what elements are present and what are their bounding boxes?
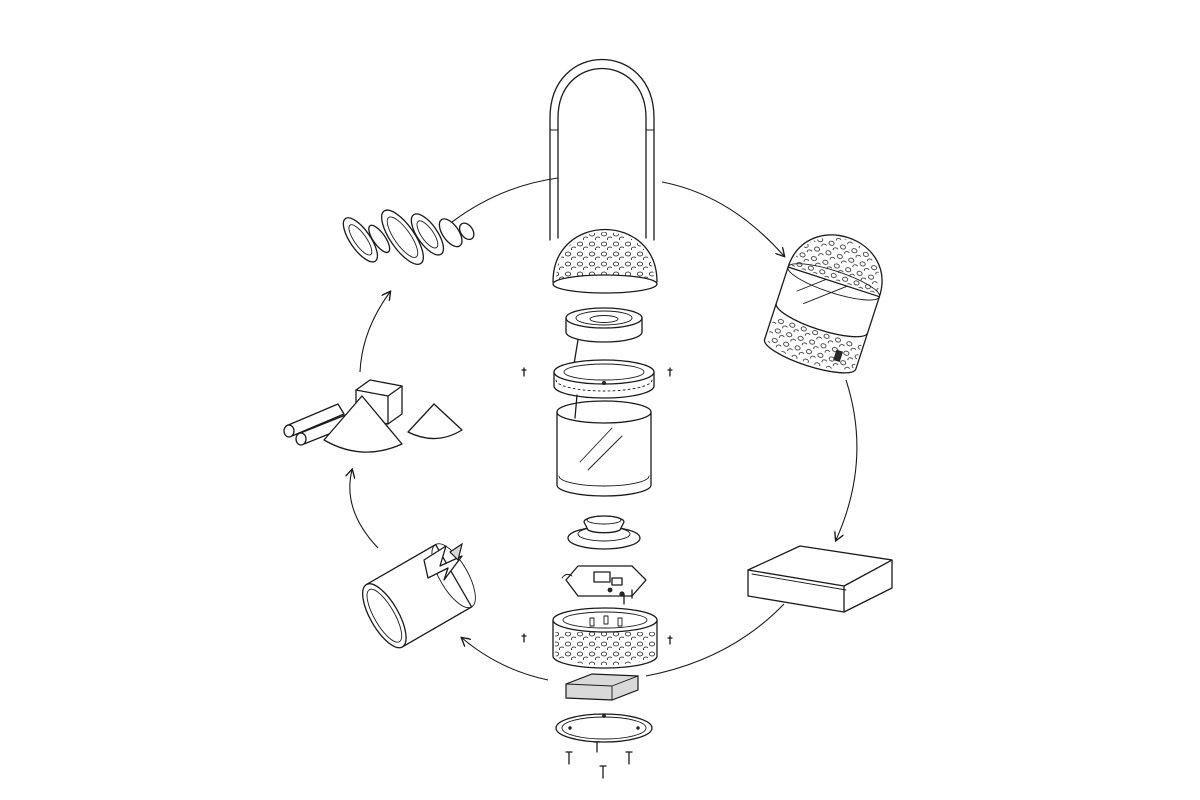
side-screws-lower [521, 633, 673, 645]
circuit-board [561, 565, 647, 605]
raw-materials [283, 379, 463, 453]
lifecycle-arrows [350, 177, 858, 681]
side-screws-upper [521, 367, 673, 377]
battery-block [565, 673, 639, 701]
cone-small [407, 403, 463, 440]
handle-arch [549, 59, 655, 241]
glass-recycling [362, 542, 476, 649]
perforated-dome [552, 228, 658, 294]
bottom-screws [565, 741, 633, 779]
exploded-stack [521, 59, 673, 779]
assembled-speaker [763, 234, 883, 374]
packaging-box [747, 545, 893, 613]
arrow-bottom-right [645, 603, 785, 677]
arrow-top-left [451, 177, 559, 223]
bottom-plate [555, 713, 653, 743]
driver-parts [342, 209, 475, 265]
passive-radiator [567, 515, 641, 550]
glass-cylinder [556, 394, 652, 497]
cone-large [323, 395, 403, 453]
arrow-left-upper [359, 292, 390, 373]
woofer-driver [565, 307, 643, 371]
arrow-bottom-left [462, 638, 549, 681]
upper-ring [553, 359, 655, 399]
arrow-right [836, 379, 858, 540]
arrow-left-lower [350, 470, 379, 549]
perforated-base-ring [552, 607, 658, 669]
arrow-top-right [661, 181, 784, 256]
